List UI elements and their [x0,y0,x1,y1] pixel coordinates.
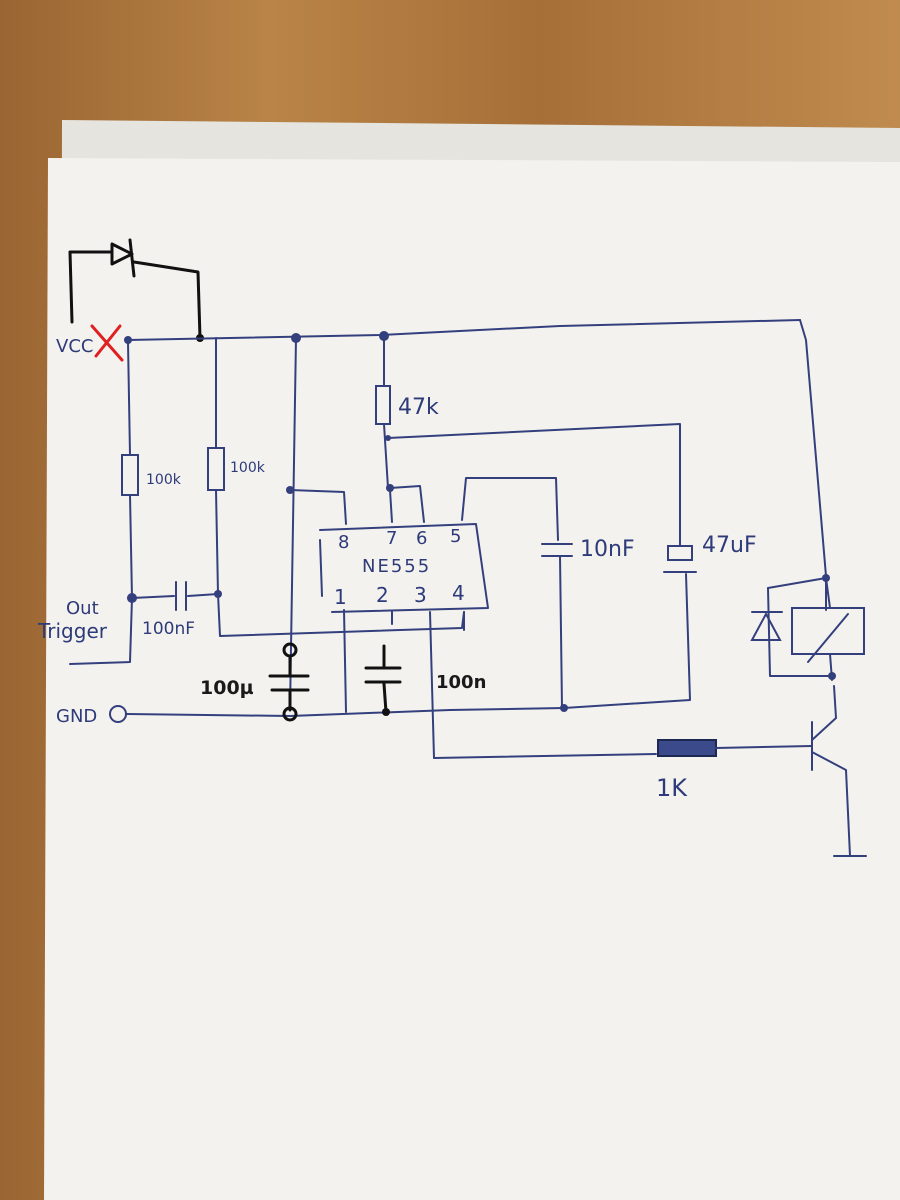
r3-label: 47k [398,395,439,420]
pin4-label: 4 [452,581,465,605]
top-diode [68,238,204,342]
r-base-label: 1K [656,774,688,802]
capacitor-trigger [131,581,219,611]
vcc-label: VCC [56,336,93,357]
c-trigger-label: 100nF [142,619,195,639]
out-label: Out [66,598,99,619]
capacitor-decouple [364,644,402,716]
pin3-label: 3 [414,583,427,607]
pin7-label: 7 [386,528,397,549]
red-cross-mark [90,324,124,362]
pin5-label: 5 [450,526,461,547]
capacitor-control [461,477,573,712]
paper-sheet-front [44,158,900,1200]
output-branch [433,685,867,857]
c-timing-label: 47uF [702,533,757,558]
pin2-label: 2 [376,583,389,607]
c-bulk-label: 100µ [200,677,254,699]
gnd-label: GND [56,706,97,727]
r1-label: 100k [146,472,182,488]
capacitor-timing [563,545,697,709]
c-ctrl-label: 10nF [580,537,635,562]
resistor-r1 [69,341,139,665]
resistor-base [657,739,717,757]
c-decouple-label: 100n [436,672,486,693]
ne555-chip [319,523,489,613]
relay-coil [750,574,865,681]
r2-label: 100k [230,460,266,476]
capacitor-bulk [268,642,310,722]
ic-lower-pins [343,609,465,759]
pin1-label: 1 [334,585,347,609]
gnd-rail [109,705,565,723]
pin8-label: 8 [338,532,349,553]
pin8-feed [286,337,347,711]
resistor-r3 [375,335,681,547]
trigger-label: Trigger [37,619,108,643]
pin6-label: 6 [416,528,427,549]
ic-name-label: NE555 [362,556,431,577]
